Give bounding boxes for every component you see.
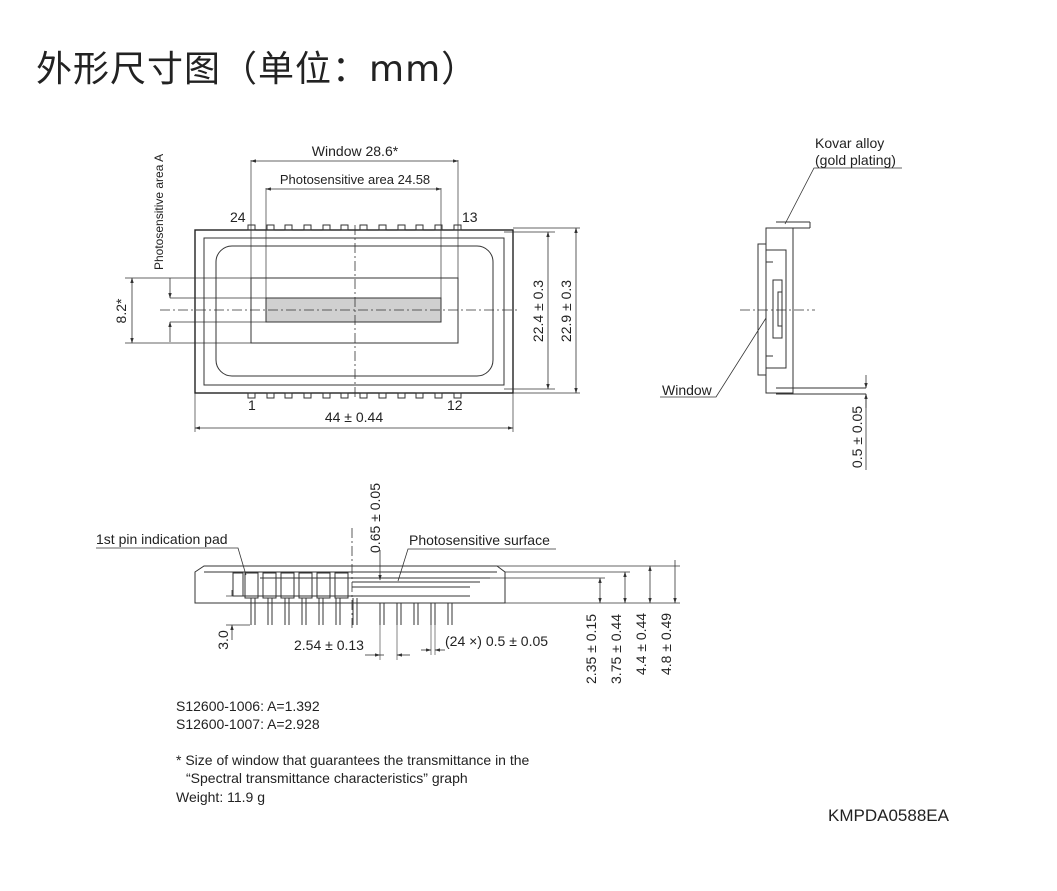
model-1006-note: S12600-1006: A=1.392: [176, 698, 320, 714]
height-inner-dim-label: 22.4 ± 0.3: [530, 280, 546, 342]
surface-dim-label: 0.65 ± 0.05: [367, 483, 383, 553]
dim-3-75-label: 3.75 ± 0.44: [608, 614, 624, 684]
page-title: 外形尺寸图（单位：mm）: [36, 49, 479, 90]
top-view: [125, 159, 580, 432]
side-view: [660, 167, 902, 470]
window-dim-label: Window 28.6*: [312, 143, 399, 159]
weight-note: Weight: 11.9 g: [176, 789, 265, 805]
height-outer-dim-label: 22.9 ± 0.3: [558, 280, 574, 342]
kovar-label-line2: (gold plating): [815, 152, 896, 168]
photosensitive-area-a-label: Photosensitive area A: [152, 154, 166, 270]
pin-12-label: 12: [447, 397, 463, 413]
pin-13-label: 13: [462, 209, 478, 225]
dim-4-4-label: 4.4 ± 0.44: [633, 613, 649, 675]
pin-24-label: 24: [230, 209, 246, 225]
first-pin-pad-label: 1st pin indication pad: [96, 531, 228, 547]
pin-1-label: 1: [248, 397, 256, 413]
photosensitive-surface-label: Photosensitive surface: [409, 532, 550, 548]
document-code: KMPDA0588EA: [828, 806, 949, 825]
model-1007-note: S12600-1007: A=2.928: [176, 716, 320, 732]
pin-thickness-dim-label: 0.5 ± 0.05: [849, 406, 865, 468]
dim-2-35-label: 2.35 ± 0.15: [583, 614, 599, 684]
pin-pitch-dim-label: 2.54 ± 0.13: [294, 637, 364, 653]
window-height-dim-label: 8.2*: [113, 298, 129, 323]
kovar-label-line1: Kovar alloy: [815, 135, 884, 151]
section-view: [96, 528, 680, 660]
photosensitive-area-dim-label: Photosensitive area 24.58: [280, 172, 430, 187]
pin-length-dim-label: 3.0: [215, 630, 231, 650]
window-outline: [250, 277, 459, 344]
pin-width-dim-label: (24 ×) 0.5 ± 0.05: [445, 633, 548, 649]
bottom-pins: [247, 392, 462, 399]
dim-4-8-label: 4.8 ± 0.49: [658, 613, 674, 675]
footnote-line2: “Spectral transmittance characteristics”…: [186, 770, 468, 786]
section-pins: [250, 598, 453, 625]
top-pins: [247, 224, 462, 231]
width-dim-label: 44 ± 0.44: [325, 409, 383, 425]
side-window-label: Window: [662, 382, 713, 398]
footnote-line1: * Size of window that guarantees the tra…: [176, 752, 530, 768]
